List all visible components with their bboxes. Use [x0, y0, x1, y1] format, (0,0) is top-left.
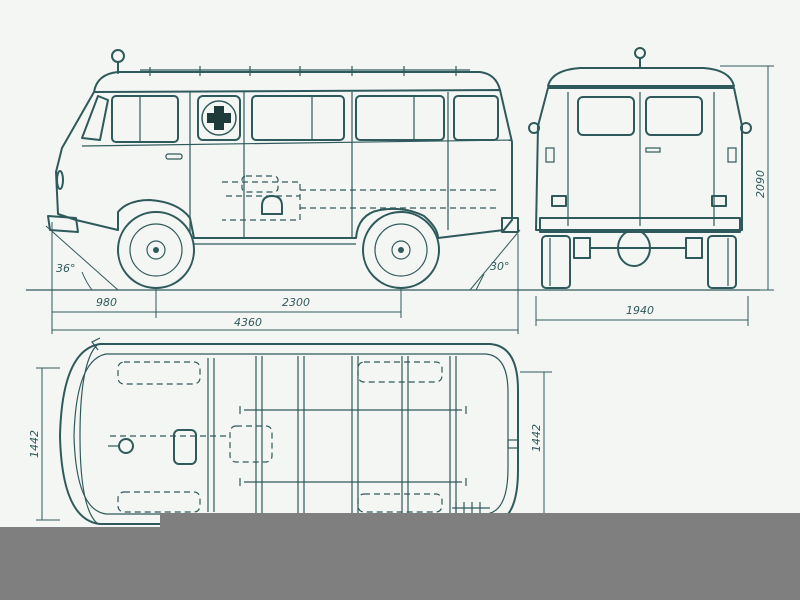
rear-window-right [645, 96, 703, 136]
medical-cross-icon [201, 100, 237, 136]
mirror-left [528, 122, 540, 134]
side-window-2 [355, 95, 445, 141]
beacon-icon [108, 438, 134, 454]
tail-lamp-left [551, 195, 567, 207]
cab-window [111, 95, 179, 143]
departure-angle-label: 30° [490, 260, 510, 273]
track-left-label: 1442 [28, 430, 41, 458]
side-view: 36° 30° 980 2300 4360 [26, 49, 530, 334]
rear-side-window [453, 95, 499, 141]
approach-line [45, 225, 119, 291]
rear-ladder [452, 502, 490, 514]
cross-window [197, 95, 241, 141]
headlight [56, 170, 64, 190]
track-right-label: 1442 [530, 424, 543, 452]
top-dimension-lines [36, 367, 552, 521]
side-roof [93, 71, 501, 93]
windshield [81, 95, 109, 141]
top-view: 1442 1442 [28, 337, 552, 525]
rear-view: 1940 2090 [528, 47, 774, 326]
side-body-outline [55, 89, 513, 239]
side-dimension-lines [51, 222, 519, 334]
rear-axle [573, 229, 703, 267]
beacon-icon [111, 49, 125, 74]
overall-height-label: 2090 [754, 170, 767, 198]
departure-line [469, 229, 521, 291]
rear-window-left [577, 96, 635, 136]
footer-bar [0, 527, 800, 600]
footer-bar-notch [160, 513, 800, 527]
side-window-1 [251, 95, 345, 141]
roof-hatch [173, 429, 197, 465]
top-body-outline [59, 343, 519, 525]
overall-width-label: 1940 [626, 304, 654, 317]
side-step [507, 439, 519, 449]
door-handle [165, 153, 183, 160]
roof-rack [140, 66, 470, 76]
mirror-right [740, 122, 752, 134]
overall-length-label: 4360 [234, 316, 262, 329]
rear-wheel-left [541, 235, 571, 289]
front-bumper [47, 215, 79, 233]
rear-roof [547, 67, 735, 87]
front-overhang-label: 980 [96, 296, 117, 309]
rear-door-handle [645, 147, 661, 153]
top-roof-rack [207, 356, 467, 514]
tail-lamp-right [711, 195, 727, 207]
wheelbase-label: 2300 [282, 296, 310, 309]
beacon-icon [634, 47, 646, 69]
front-wheel [117, 211, 195, 289]
rear-dimension-lines [535, 65, 774, 326]
rear-wheel-right [707, 235, 737, 289]
fuel-cap [261, 195, 283, 215]
rear-wheel [362, 211, 440, 289]
rear-body-outline [535, 87, 743, 231]
approach-angle-label: 36° [56, 262, 76, 275]
